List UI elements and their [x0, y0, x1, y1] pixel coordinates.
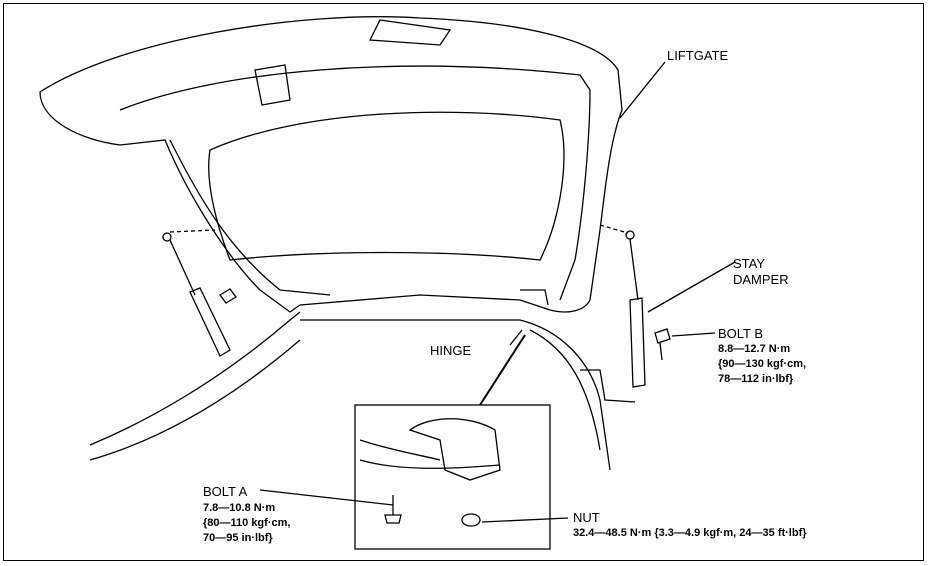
bolt-b-spec-line1: 8.8—12.7 N·m — [718, 343, 791, 355]
label-liftgate: LIFTGATE — [667, 48, 729, 63]
bolt-a-spec-line3: 70—95 in·lbf} — [203, 532, 273, 544]
label-hinge: HINGE — [430, 343, 472, 358]
label-bolt-a: BOLT A — [203, 484, 248, 499]
label-stay-damper-line1: STAY — [733, 256, 766, 271]
label-bolt-b: BOLT B — [718, 326, 764, 341]
diagram-frame — [3, 3, 924, 561]
label-nut: NUT — [573, 510, 600, 525]
bolt-b-spec-line3: 78—112 in·lbf} — [718, 373, 794, 385]
label-stay-damper-line2: DAMPER — [733, 272, 789, 287]
bolt-a-spec-line1: 7.8—10.8 N·m — [203, 502, 276, 514]
hinge-detail-inset — [354, 334, 551, 550]
leader-lines — [259, 61, 736, 523]
car-body — [89, 311, 636, 471]
bolt-a-spec-line2: {80—110 kgf·cm, — [203, 517, 291, 529]
nut-spec: 32.4—48.5 N·m {3.3—4.9 kgf·m, 24—35 ft·l… — [573, 527, 807, 539]
stay-damper-right — [599, 224, 671, 388]
bolt-b-spec-line2: {90—130 kgf·cm, — [718, 358, 807, 370]
liftgate-panel — [39, 16, 623, 313]
stay-damper-left — [162, 229, 237, 357]
